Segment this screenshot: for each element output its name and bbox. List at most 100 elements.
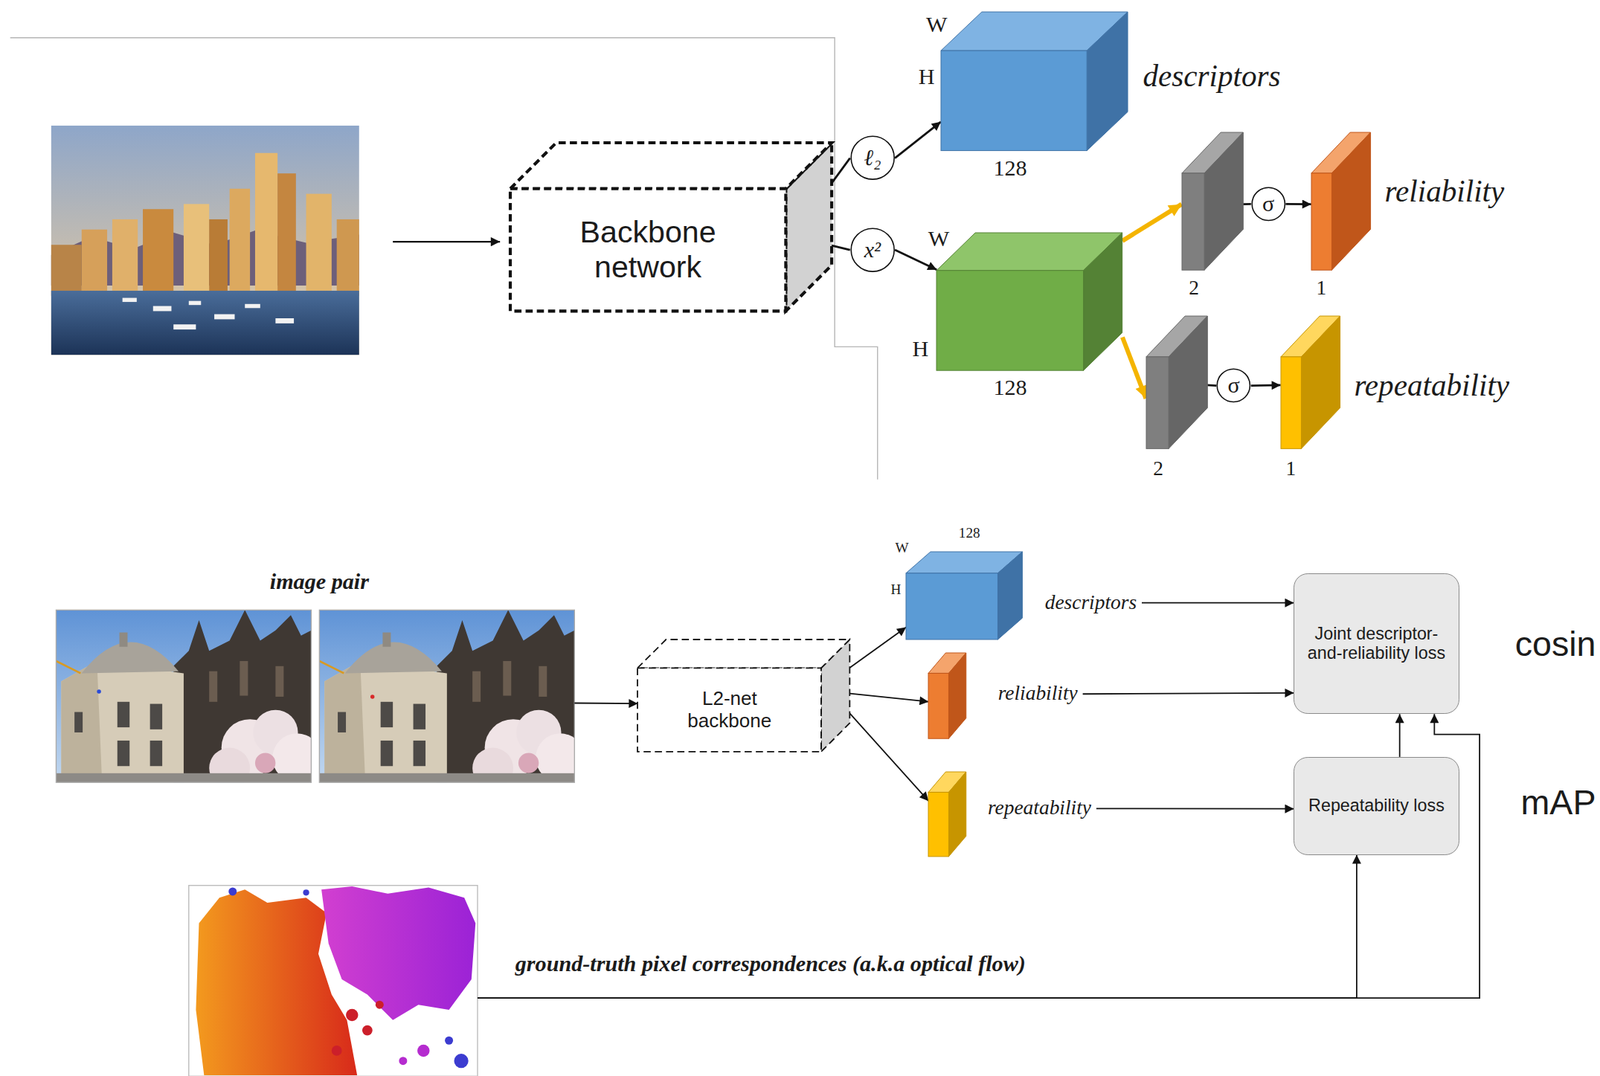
descriptor-tensor-shape [905, 573, 998, 640]
conv-slab-shape [1146, 316, 1208, 449]
flow-map [331, 1045, 343, 1057]
reliability-map-shape [928, 673, 949, 739]
city-photo [51, 125, 360, 356]
dimension-label: 2 [1188, 276, 1200, 301]
node-label: ground-truth pixel correspondences (a.k.… [515, 951, 1026, 978]
connector-arrow [850, 627, 906, 668]
dimension-label: 128 [993, 374, 1027, 401]
reliability-map: reliability [928, 653, 1083, 739]
reliability-map-shape [928, 653, 967, 739]
reliability-map-shape [1331, 132, 1371, 271]
dimension-label: x² [864, 237, 881, 264]
image-pair-block: image pair [55, 609, 575, 783]
sigmoid-circle: σ [1216, 368, 1252, 404]
node-label: reliability [998, 682, 1078, 706]
l2-norm-circle-shape [850, 136, 895, 181]
dimension-label: H [891, 581, 902, 599]
frame-line [10, 37, 878, 480]
descriptor-tensor: WH128descriptors [940, 11, 1128, 151]
city-photo [51, 290, 360, 355]
dimension-label: σ [1227, 372, 1240, 399]
reliability-map-shape [1311, 132, 1371, 271]
l2-norm-circle: ℓ₂ [850, 135, 895, 181]
city-photo [275, 318, 294, 324]
descriptor-tensor: 128WHdescriptors [905, 551, 1142, 640]
backbone-box-shape [510, 188, 786, 312]
loss-box: Joint descriptor-and-reliability loss [1293, 573, 1459, 715]
image-pair-photo [96, 689, 101, 694]
conv-slab-shape [1181, 173, 1205, 271]
connector-arrow [850, 694, 930, 703]
connector-arrow [831, 158, 851, 184]
backbone-box: L2-net backbone [637, 639, 850, 753]
flow-map [453, 1054, 468, 1069]
repeatability-map-shape [1280, 357, 1301, 449]
flow-map [321, 886, 476, 1021]
frame-line [10, 37, 878, 480]
connector-arrow [1096, 808, 1295, 811]
node-label: repeatability [1353, 368, 1510, 404]
feature-tensor-shape [1083, 232, 1123, 371]
input-arrow [392, 241, 500, 242]
node-label: Repeatability loss [1308, 795, 1445, 816]
conv-slab: 2 [1146, 316, 1208, 449]
conv-slab-shape [1204, 132, 1243, 271]
illustration-layer [10, 37, 878, 1076]
city-photo [112, 219, 138, 297]
connector-arrow [894, 121, 941, 159]
city-photo [51, 244, 82, 297]
city-photo [188, 301, 201, 305]
dimension-label: 1 [1316, 276, 1328, 301]
city-photo [183, 203, 210, 296]
city-photo [142, 209, 174, 297]
flow-map [302, 889, 309, 896]
descriptor-tensor-shape [940, 51, 1087, 151]
highlight-arrow [1122, 204, 1182, 242]
image-pair-photo [55, 609, 322, 789]
descriptor-tensor-shape [998, 551, 1023, 640]
conv-slab: 2 [1181, 132, 1243, 271]
feature-tensor: WH128 [936, 232, 1123, 371]
repeatability-map: 1repeatability [1280, 316, 1341, 449]
connector-arrow [1251, 384, 1281, 387]
node-label: repeatability [987, 796, 1092, 821]
dimension-label: 128 [958, 525, 981, 542]
repeatability-map-shape [928, 792, 949, 857]
backbone-box-shape [637, 668, 822, 753]
city-photo [229, 188, 250, 297]
flow-map [188, 885, 478, 1076]
sigmoid-circle-shape [1251, 187, 1285, 221]
city-photo [122, 298, 137, 302]
image-pair-photo [319, 609, 585, 789]
connector-arrow [1285, 203, 1311, 206]
image-pair-photo [55, 609, 585, 789]
dimension-label: W [928, 226, 950, 253]
image-pair-photo [319, 609, 575, 783]
feature-tensor-shape [936, 270, 1084, 371]
connector-arrow [1083, 693, 1295, 695]
connector-arrow [574, 702, 638, 705]
square-circle-shape [850, 228, 895, 272]
flow-map [444, 1036, 453, 1046]
repeatability-map-shape [1300, 316, 1340, 449]
flow-map [375, 1001, 384, 1010]
side-note: cosin [1515, 624, 1597, 665]
image-pair-photo [55, 609, 311, 783]
dimension-label: 1 [1285, 457, 1296, 482]
city-photo [306, 194, 332, 297]
dimension-label: 2 [1152, 457, 1164, 482]
reliability-map: 1reliability [1311, 132, 1371, 271]
connector-arrow [1141, 602, 1294, 604]
city-photo [173, 324, 196, 330]
side-note: mAP [1520, 783, 1596, 824]
backbone-box: Backbone network [510, 142, 832, 311]
descriptor-tensor-shape [1086, 11, 1128, 151]
city-photo [51, 125, 360, 356]
dimension-label: ℓ₂ [863, 145, 881, 172]
dimension-label: σ [1262, 191, 1275, 218]
repeatability-map-shape [949, 772, 967, 857]
node-label: descriptors [1142, 58, 1281, 94]
feature-tensor-shape [936, 232, 1123, 371]
city-photo [244, 304, 261, 308]
